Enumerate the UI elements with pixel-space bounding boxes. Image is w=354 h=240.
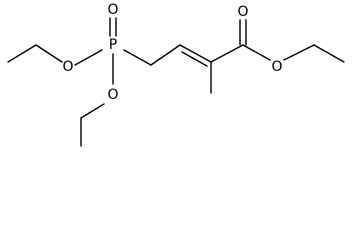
bond-c-carbonyl [210,44,244,63]
bond-carbonyl-o-ester [242,44,271,61]
bond-cc-double-a [179,44,212,63]
bond-p-ch2 [123,49,152,66]
bond-o-p-left [74,49,103,66]
bond-ch3-ch2-left [7,44,37,63]
bond-ch2-ch3-ester [313,44,345,63]
atom-label-phosphorus: P [109,37,117,53]
bond-o-ch2-ester [283,44,315,61]
bond-ch2-ch [150,44,181,66]
atom-label-phosphoryl-oxygen: O [107,2,118,18]
bond-o-ch2-lower [80,103,105,119]
atom-label-ethoxy-oxygen-lower: O [107,87,118,103]
atom-label-ethoxy-oxygen-left: O [62,59,73,75]
atom-label-ester-oxygen: O [271,59,282,75]
bond-cc-double-b [181,51,208,67]
atom-label-carbonyl-oxygen: O [237,4,248,20]
bond-ch2-o-left [35,44,63,63]
chemical-structure: O P O O O O [7,2,345,147]
